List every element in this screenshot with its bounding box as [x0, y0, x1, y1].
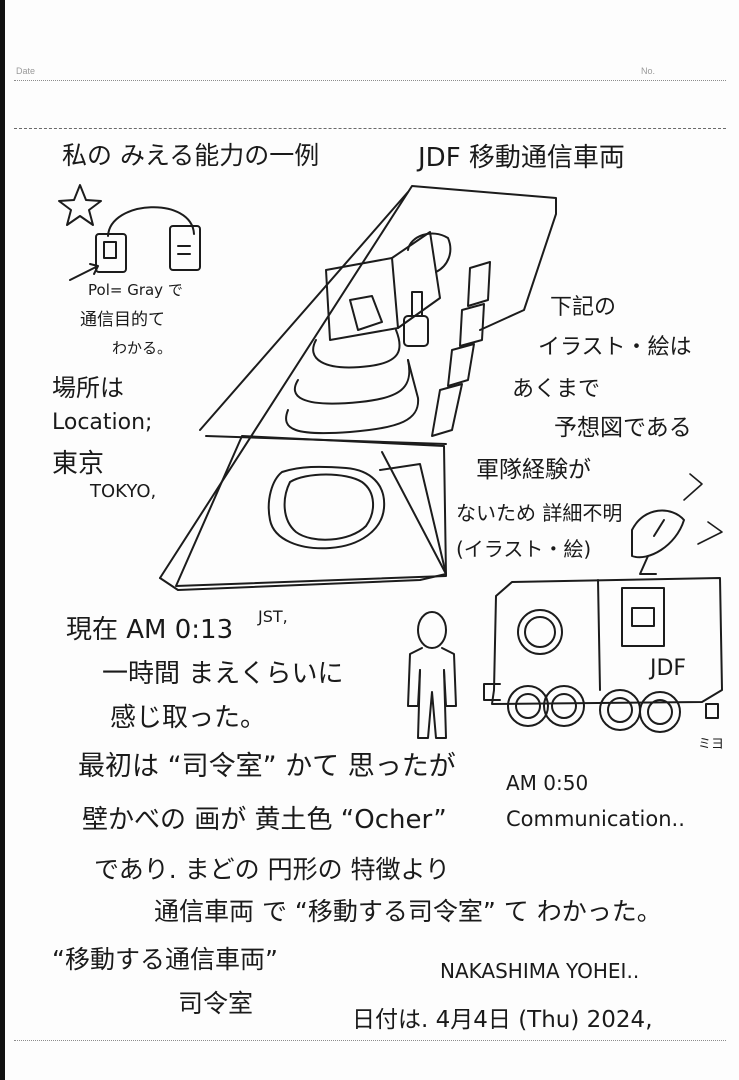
satellite-dish-icon — [631, 473, 723, 575]
truck-label: JDF — [650, 656, 687, 681]
truck-sign: ミヨ — [698, 737, 725, 752]
military-note-2: ないため 詳細不明 — [456, 501, 623, 525]
communication-label: Communication.. — [506, 807, 685, 831]
date-label: Date — [16, 66, 36, 76]
illustration-note-2: イラスト・絵は — [538, 335, 692, 360]
person-figure — [407, 611, 457, 739]
military-note-1: 軍隊経験が — [476, 457, 591, 483]
quote-line-1: “移動する通信車両” — [52, 945, 278, 974]
truck-drawing — [483, 577, 723, 733]
headphone-note-2: 通信目的て — [80, 310, 165, 330]
headphones-icon — [69, 206, 201, 281]
current-line-2: 一時間 まえくらいに — [102, 659, 344, 689]
wall-line-1: 壁かべの 画が 黄土色 “Ocher” — [82, 805, 447, 835]
bottom-rule — [14, 1040, 726, 1041]
header-rule — [14, 80, 726, 81]
illustration-note-1: 下記の — [550, 295, 617, 320]
star-icon — [58, 184, 102, 226]
location-line-4: TOKYO, — [90, 481, 157, 502]
title-right: JDF 移動通信車両 — [418, 143, 625, 173]
military-note-3: (イラスト・絵) — [456, 537, 592, 561]
illustration-note-4: 予想図である — [554, 415, 692, 441]
wall-line-2: であり. まどの 円形の 特徴より — [94, 855, 451, 884]
conclusion-line: 通信車両 で “移動する司令室” て わかった。 — [154, 897, 662, 926]
current-time-jst: JST, — [258, 607, 288, 626]
title-left: 私の みえる能力の一例 — [62, 141, 320, 170]
headphone-note-3: わかる。 — [112, 339, 173, 357]
location-line-2: Location; — [52, 410, 153, 435]
number-label: No. — [641, 66, 656, 76]
top-rule — [14, 128, 726, 129]
second-time: AM 0:50 — [506, 771, 589, 795]
quote-line-2: 司令室 — [178, 989, 254, 1018]
date-line: 日付は. 4月4日 (Thu) 2024, — [352, 1007, 653, 1033]
location-line-3: 東京 — [52, 449, 105, 479]
page-binding-edge — [0, 0, 5, 1080]
headphone-note-1: Pol= Gray で — [88, 281, 183, 299]
location-line-1: 場所は — [52, 374, 124, 402]
current-line-3: 感じ取った。 — [110, 703, 267, 733]
illustration-note-3: あくまで — [512, 377, 601, 402]
author-name: NAKASHIMA YOHEI.. — [440, 959, 640, 983]
current-time-line: 現在 AM 0:13 — [66, 615, 234, 645]
vehicle-interior-drawing — [159, 185, 557, 591]
first-thought-line: 最初は “司令室” かて 思ったが — [78, 751, 456, 782]
